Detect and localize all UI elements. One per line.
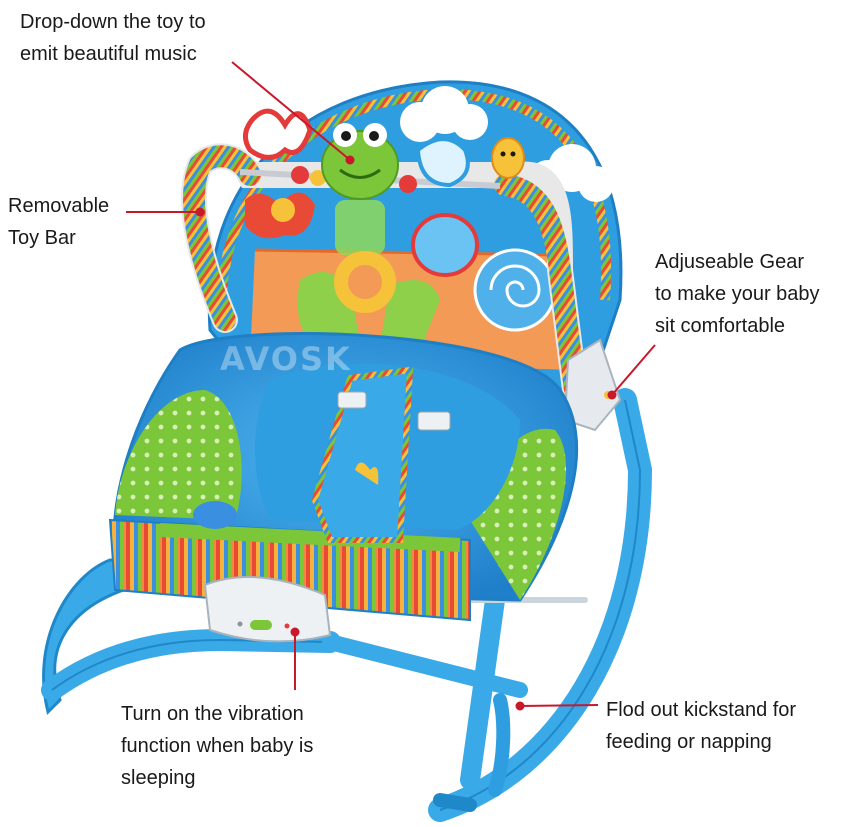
callout-vibration-line-1: Turn on the vibration bbox=[121, 703, 304, 725]
toy-bar bbox=[181, 108, 588, 403]
callout-toy-bar-line-1: Removable bbox=[8, 195, 110, 217]
callout-gear-line-1: Adjuseable Gear bbox=[655, 251, 804, 273]
watermark: AVOSK bbox=[220, 340, 352, 378]
harness bbox=[311, 366, 451, 543]
callout-vibration: Turn on the vibration function when baby… bbox=[121, 698, 313, 794]
dragonfly-toy bbox=[415, 137, 470, 188]
teether-ring-toy bbox=[334, 251, 396, 313]
callout-toy-bar-line-2: Toy Bar bbox=[8, 227, 76, 249]
callout-vibration-line-3: sleeping bbox=[121, 767, 196, 789]
callout-kickstand-line-1: Flod out kickstand for bbox=[606, 699, 797, 721]
callout-leaders bbox=[126, 61, 656, 711]
rocker-frame bbox=[41, 388, 653, 822]
callout-toy-music-line-2: emit beautiful music bbox=[20, 43, 197, 65]
butterfly-toy bbox=[243, 108, 315, 239]
callout-vibration-line-2: function when baby is bbox=[121, 735, 314, 757]
bee-decoration bbox=[491, 137, 525, 179]
callout-gear-line-2: to make your baby bbox=[655, 283, 820, 305]
callout-adjustable-gear: Adjuseable Gear to make your baby sit co… bbox=[655, 246, 820, 342]
frog-toy bbox=[321, 123, 399, 255]
callout-toy-music: Drop-down the toy to emit beautiful musi… bbox=[20, 6, 206, 70]
callout-toy-music-line-1: Drop-down the toy to bbox=[20, 11, 206, 33]
callout-toy-bar: Removable Toy Bar bbox=[8, 190, 109, 254]
vibration-unit bbox=[203, 576, 332, 643]
callout-kickstand: Flod out kickstand for feeding or nappin… bbox=[606, 694, 796, 758]
callout-kickstand-line-2: feeding or napping bbox=[606, 731, 772, 753]
callout-gear-line-3: sit comfortable bbox=[655, 315, 786, 337]
